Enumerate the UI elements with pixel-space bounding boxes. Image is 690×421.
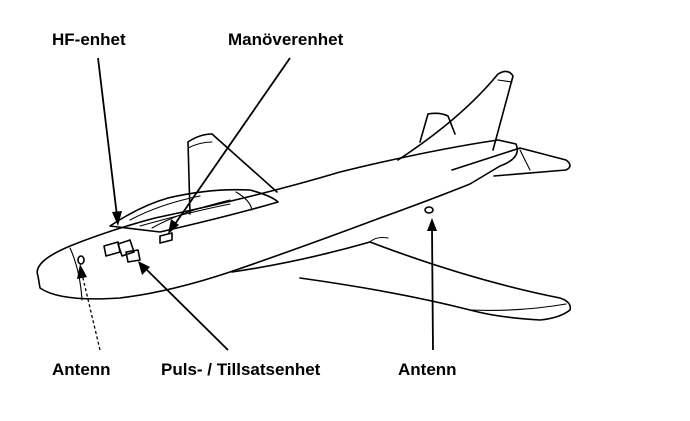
pointer-antenna-left — [77, 264, 101, 351]
upper-wing — [187, 133, 278, 215]
label-pulse-unit: Puls- / Tillsatsenhet — [161, 360, 321, 379]
pointer-hf — [97, 57, 122, 226]
equipment-units — [77, 206, 434, 265]
near-tailplane — [451, 147, 571, 177]
label-control-unit: Manöverenhet — [228, 30, 344, 49]
pointer-puls — [138, 261, 229, 351]
pointer-manover — [168, 57, 291, 234]
pointer-antenna-right — [427, 218, 437, 351]
vertical-tail — [397, 70, 514, 161]
lower-wing — [231, 236, 572, 321]
label-hf-unit: HF-enhet — [52, 30, 126, 49]
label-antenna-right: Antenn — [398, 360, 457, 379]
far-tailplane — [419, 112, 456, 143]
label-antenna-left: Antenn — [52, 360, 111, 379]
fuselage — [36, 139, 519, 301]
